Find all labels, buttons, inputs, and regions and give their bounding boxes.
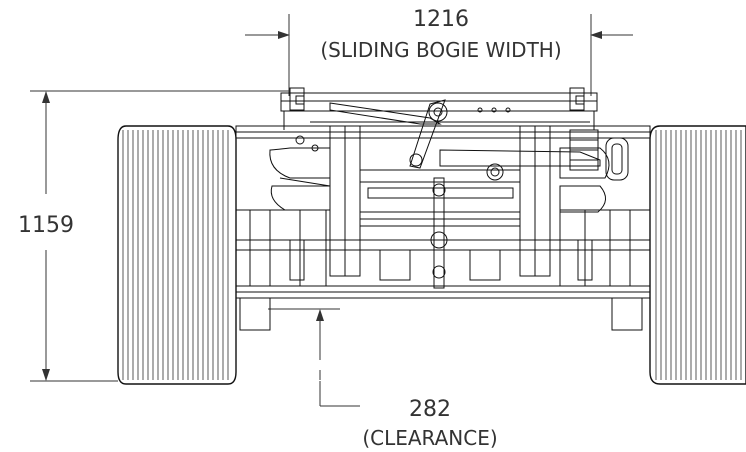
clearance-caption: (CLEARANCE) <box>362 426 497 450</box>
width-dimension <box>245 14 633 96</box>
clearance-dimension <box>268 308 360 407</box>
clearance-value: 282 <box>409 397 451 422</box>
bogie-frame <box>235 87 651 331</box>
width-value: 1216 <box>413 7 469 32</box>
height-value: 1159 <box>18 213 74 238</box>
height-dimension <box>30 90 289 382</box>
width-caption: (SLIDING BOGIE WIDTH) <box>320 38 561 62</box>
right-wheel <box>649 125 746 385</box>
left-wheel <box>117 125 237 385</box>
